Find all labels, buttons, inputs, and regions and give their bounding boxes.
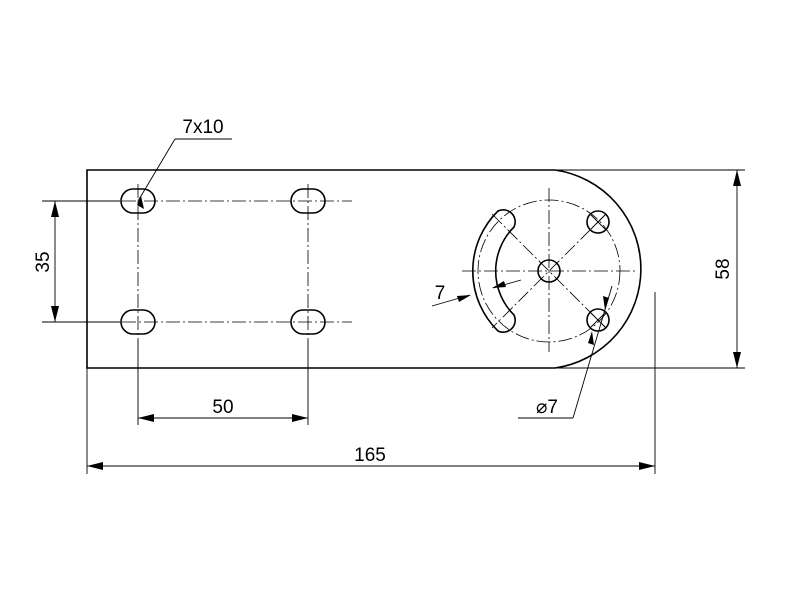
leader-slot	[137, 138, 176, 202]
hole-top-right	[586, 210, 610, 234]
slot-top-left	[120, 188, 156, 214]
dim-label-165: 165	[354, 445, 386, 466]
slot-top-right	[290, 188, 326, 214]
slot-callout-label: 7x10	[182, 117, 223, 138]
dim-label-arc-width: 7	[435, 283, 446, 304]
dim-label-50: 50	[212, 397, 233, 418]
hole-bottom-right	[586, 308, 610, 332]
center-hole	[537, 259, 561, 283]
centerline-diagonal-1	[491, 213, 607, 329]
slot-bottom-left	[120, 309, 156, 335]
arc-slot	[471, 209, 516, 333]
dim-label-58: 58	[713, 258, 734, 279]
dim-label-35: 35	[33, 251, 54, 272]
dim-label-hole-diameter: ⌀7	[536, 397, 558, 418]
centerline-diagonal-2	[491, 213, 607, 329]
slot-bottom-right	[290, 309, 326, 335]
plate-outline	[86, 169, 642, 369]
